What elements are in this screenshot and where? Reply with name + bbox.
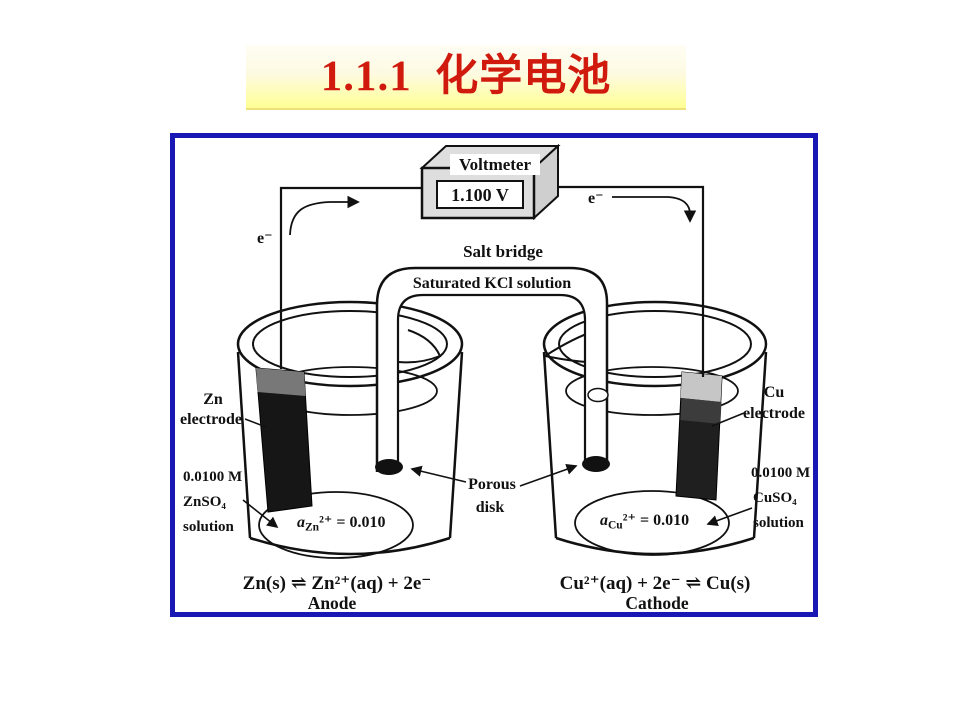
left-cell-labels: Zn electrode 0.0100 M ZnSO₄ solution aZn… xyxy=(180,391,431,612)
wire-right xyxy=(548,185,705,377)
left-beaker-bottom xyxy=(249,536,451,556)
right-beaker-rim-inner xyxy=(558,310,752,378)
left-beaker-wall-left xyxy=(236,351,252,539)
znso4-line2: ZnSO₄ xyxy=(183,494,226,510)
right-beaker-wall-right xyxy=(752,351,768,539)
znso4-arrow xyxy=(242,499,279,529)
cuso4-line3: solution xyxy=(753,515,805,531)
right-beaker-wall-left xyxy=(542,351,558,539)
znso4-line3: solution xyxy=(183,519,235,535)
voltmeter-reading: 1.100 V xyxy=(451,185,509,205)
copper-electrode-top-band xyxy=(680,372,722,402)
electron-label-left: e⁻ xyxy=(257,230,273,247)
cu-label-line2: electrode xyxy=(743,405,805,422)
salt-bridge-title: Salt bridge xyxy=(463,242,543,261)
cathode-half-reaction: Cu²⁺(aq) + 2e⁻ ⇌ Cu(s) xyxy=(560,573,751,594)
salt-bridge-inner-outline xyxy=(396,293,587,472)
left-beaker-floor xyxy=(258,491,414,559)
right-liquid-surface xyxy=(565,366,739,416)
cu-label-line1: Cu xyxy=(764,384,785,401)
zn-pointer-line xyxy=(244,418,267,428)
left-beaker-spout xyxy=(397,329,441,364)
cuso4-line1: 0.0100 M xyxy=(751,465,810,481)
cu-pointer-line xyxy=(711,412,745,427)
porous-disk-line1: Porous xyxy=(468,476,516,493)
right-beaker-bottom xyxy=(555,536,755,556)
anode-half-reaction: Zn(s) ⇌ Zn²⁺(aq) + 2e⁻ xyxy=(243,573,432,594)
wire-left xyxy=(279,186,430,369)
cu-activity: aCu²⁺ = 0.010 xyxy=(600,512,689,532)
voltmeter: Voltmeter 1.100 V xyxy=(419,143,561,221)
electron-label-right: e⁻ xyxy=(588,190,604,207)
porous-disk-line2: disk xyxy=(476,499,505,516)
cathode-label: Cathode xyxy=(625,593,688,612)
left-beaker-wall-right xyxy=(448,351,464,539)
voltmeter-display xyxy=(436,180,524,209)
salt-bridge-subtitle: Saturated KCl solution xyxy=(413,275,571,292)
electrodes xyxy=(255,367,723,513)
zn-activity: aZn²⁺ = 0.010 xyxy=(297,514,385,534)
right-cell-labels: Cu electrode 0.0100 M CuSO₄ solution aCu… xyxy=(560,384,811,612)
porous-disk-arrow-left xyxy=(410,465,467,483)
salt-bridge xyxy=(375,266,610,475)
galvanic-cell-diagram: Voltmeter 1.100 V e⁻ e⁻ Salt bridge Satu… xyxy=(180,143,811,612)
zinc-electrode xyxy=(255,367,313,513)
right-beaker-rim-outer xyxy=(542,300,768,388)
voltmeter-label: Voltmeter xyxy=(459,155,532,174)
electron-flow: e⁻ e⁻ xyxy=(257,190,697,247)
zinc-electrode-top-band xyxy=(256,368,306,396)
copper-electrode-mid-band xyxy=(680,398,722,424)
cuso4-line2: CuSO₄ xyxy=(753,490,797,506)
cuso4-arrow xyxy=(706,507,753,527)
salt-bridge-labels: Salt bridge Saturated KCl solution xyxy=(413,242,571,292)
salt-bridge-tube-mouth xyxy=(587,387,609,403)
zn-label-line1: Zn xyxy=(203,391,223,408)
porous-disk-label: Porous disk xyxy=(410,463,578,516)
diagram-frame: Voltmeter 1.100 V e⁻ e⁻ Salt bridge Satu… xyxy=(170,133,818,617)
electron-arrow-right xyxy=(612,196,697,223)
circuit-wires xyxy=(279,185,705,377)
left-beaker xyxy=(236,300,464,559)
electron-arrow-left xyxy=(289,195,360,236)
left-beaker-rim-outer xyxy=(236,300,464,388)
anode-label: Anode xyxy=(308,593,357,612)
porous-disk-arrow-right xyxy=(519,463,578,487)
porous-disk-left xyxy=(375,459,403,475)
zn-label-line2: electrode xyxy=(180,411,242,428)
right-beaker xyxy=(542,300,768,556)
slide-title: 1.1.1 化学电池 xyxy=(320,53,612,100)
salt-bridge-outer-outline xyxy=(375,266,609,472)
porous-disk-right xyxy=(582,456,610,472)
left-beaker-rim-inner xyxy=(252,310,448,378)
znso4-line1: 0.0100 M xyxy=(183,469,242,485)
right-beaker-floor xyxy=(574,490,730,556)
salt-bridge-tube-body xyxy=(377,268,607,472)
voltmeter-label-strip xyxy=(450,154,540,175)
title-banner: 1.1.1 化学电池 xyxy=(246,45,686,110)
